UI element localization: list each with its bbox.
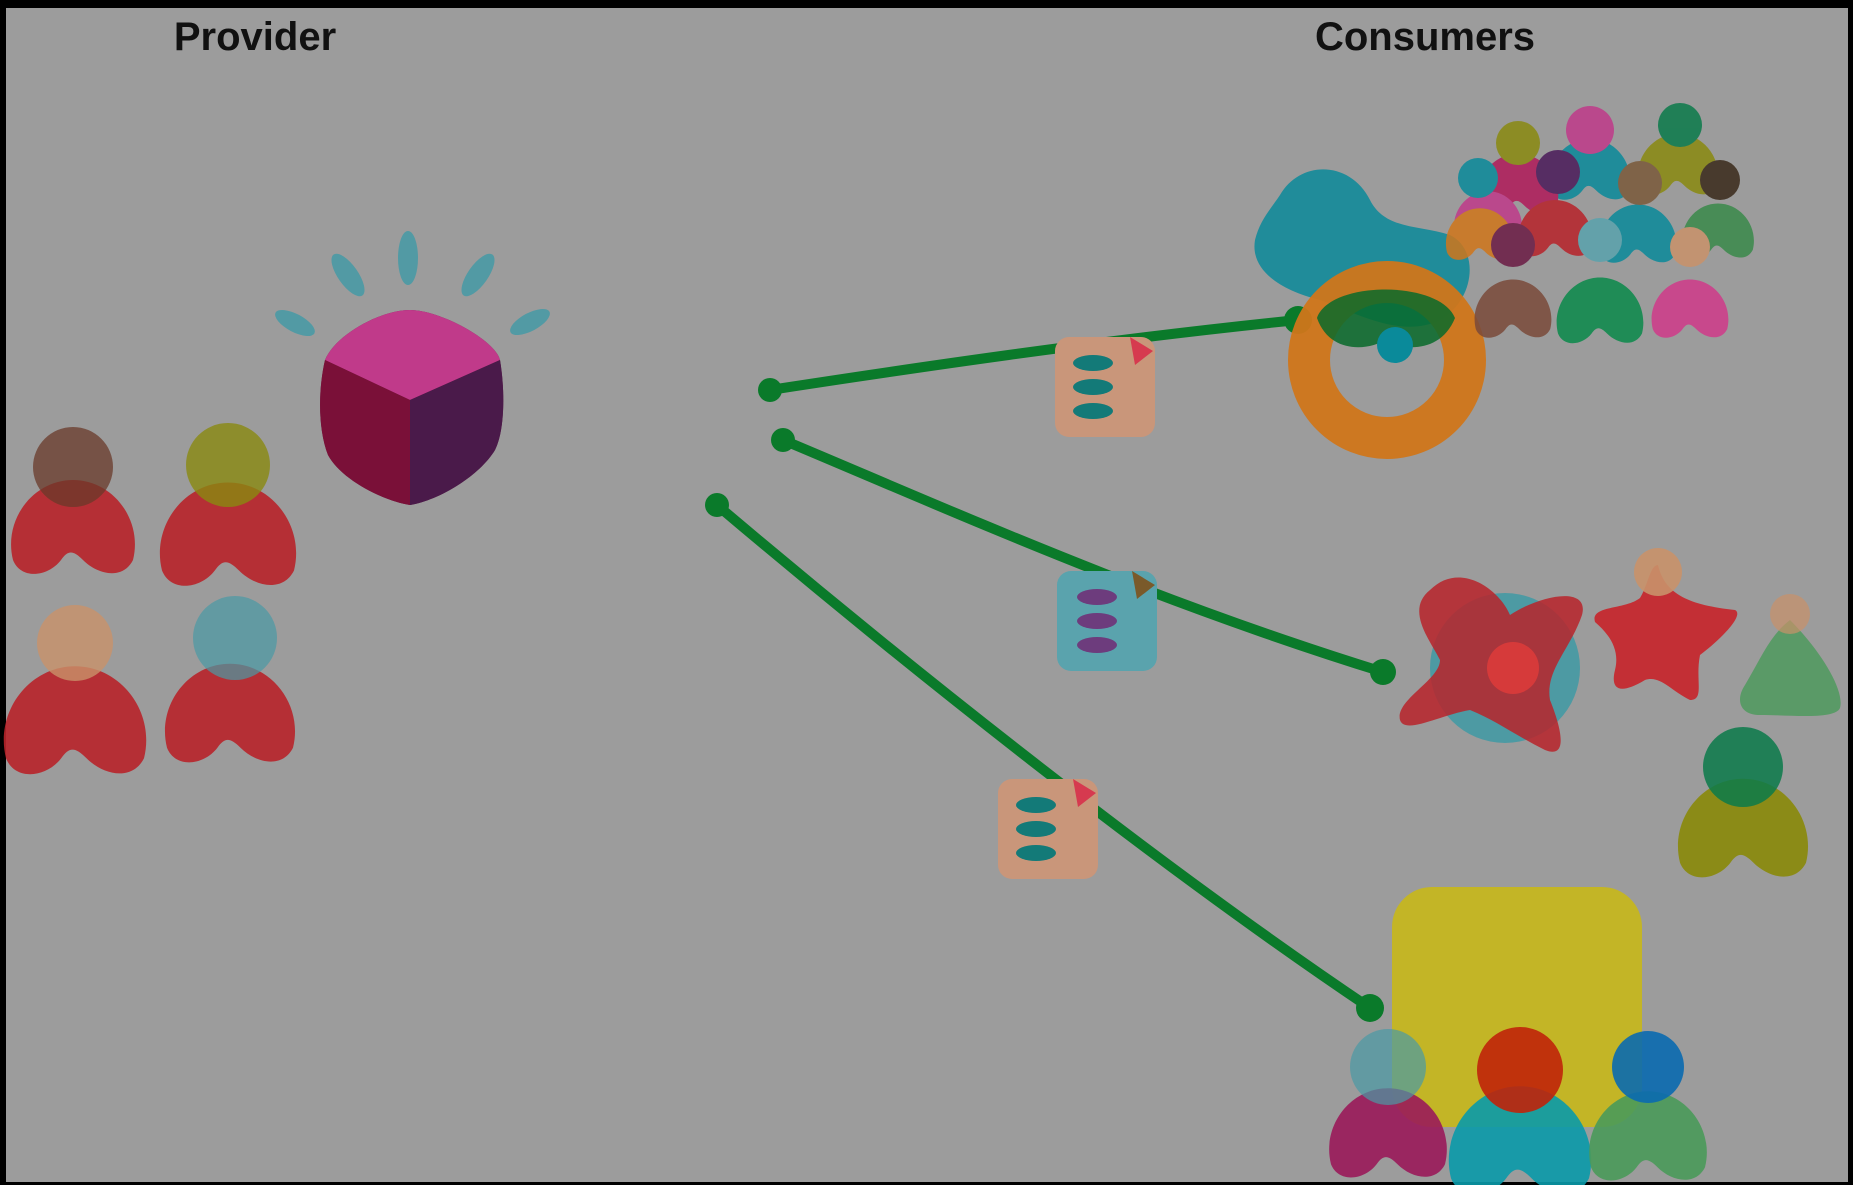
person-icon (1677, 727, 1809, 878)
crowd-icon (1445, 103, 1754, 344)
link-line-bottom (712, 500, 1375, 1013)
connection-lines (712, 315, 1388, 1013)
person-icon (11, 427, 135, 574)
person-icon (1589, 1031, 1707, 1181)
person-icon (1329, 1029, 1447, 1178)
document-icon (1057, 571, 1157, 671)
provider-label: Provider (174, 15, 336, 59)
triangle-person-icon (1740, 620, 1841, 717)
consumer-group-crowd (1254, 103, 1754, 459)
document-icon (1055, 337, 1155, 437)
person-icon (164, 596, 296, 763)
person-icon (1448, 1027, 1592, 1185)
document-icon (998, 779, 1098, 879)
link-line-middle (778, 435, 1388, 677)
person-icon (159, 423, 297, 586)
star-icon (1594, 565, 1738, 700)
ray-icons (275, 231, 550, 337)
link-line-top (765, 315, 1303, 395)
person-icon (3, 605, 147, 775)
square-icon (1392, 887, 1642, 1127)
consumer-group-shapes (1399, 548, 1841, 878)
consumers-label: Consumers (1315, 15, 1535, 59)
consumer-group-team (1329, 887, 1707, 1185)
cube-icon (275, 231, 550, 505)
provider-group (3, 423, 297, 775)
donut-icon (1288, 261, 1486, 459)
